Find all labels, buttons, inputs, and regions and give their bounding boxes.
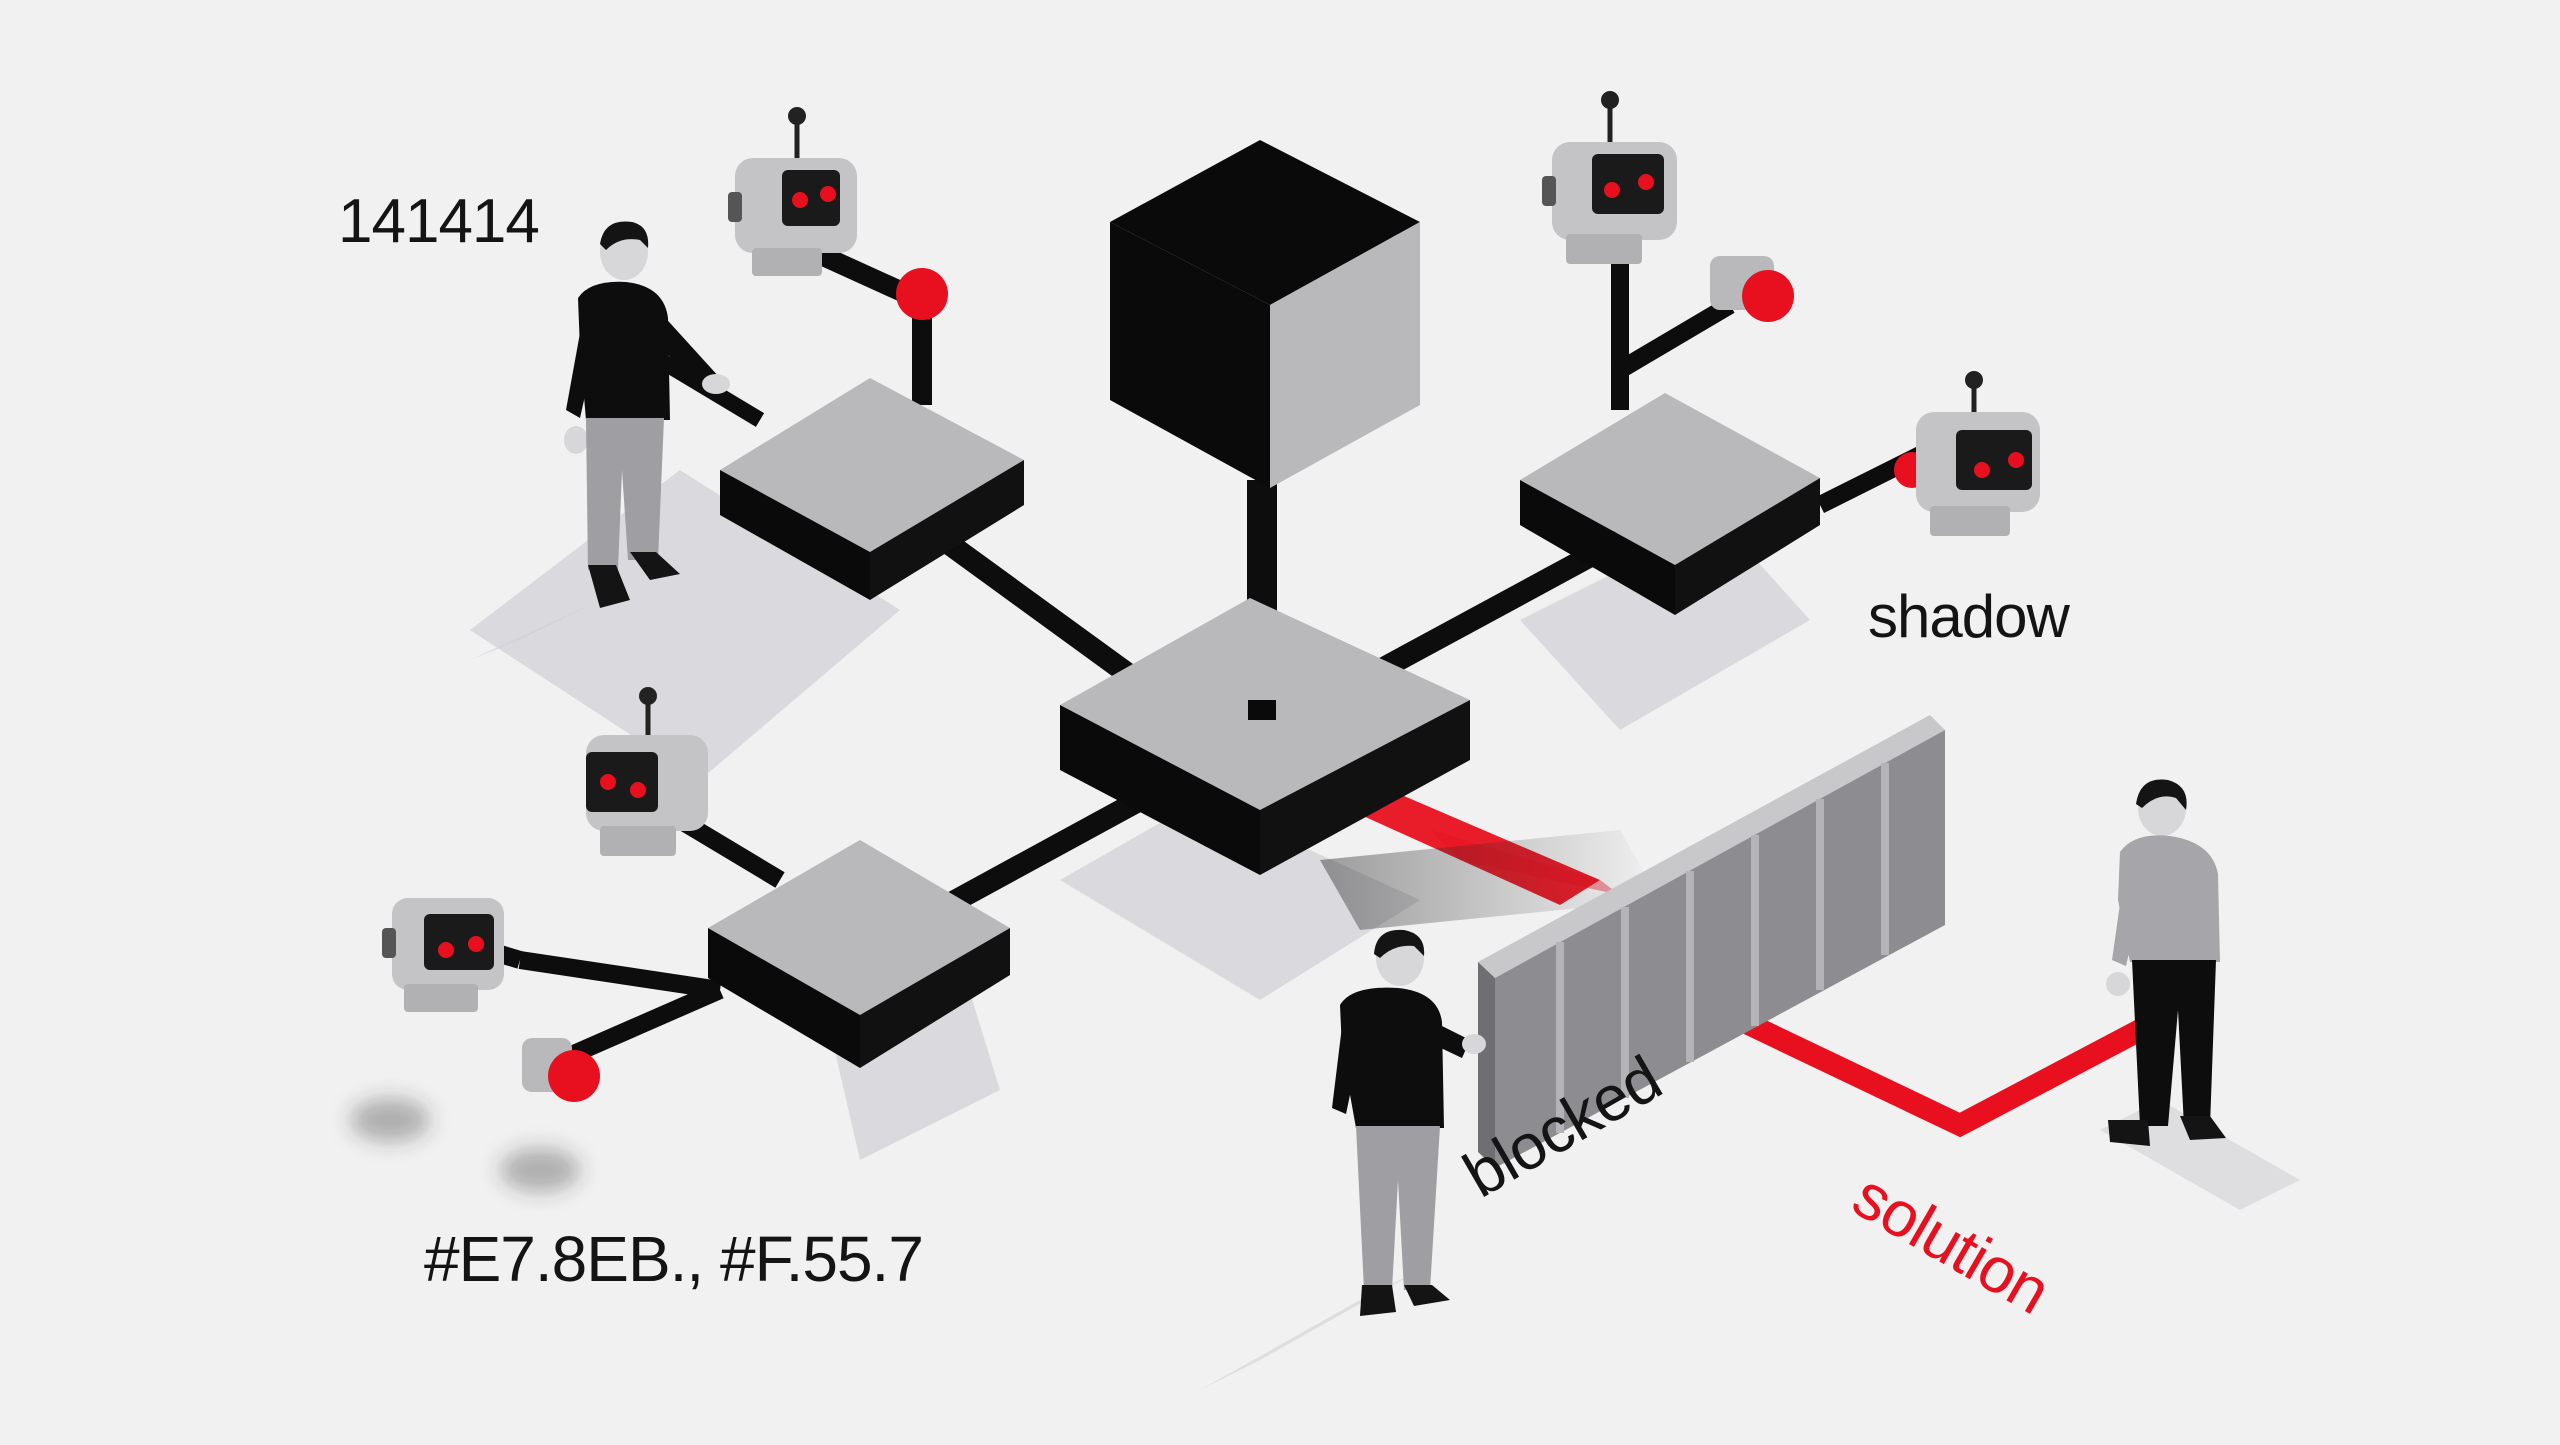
red-paths <box>1320 790 2146 1138</box>
robot-icon <box>1542 91 1677 264</box>
shadow-person-right <box>2100 1100 2300 1210</box>
red-dot-icon <box>522 1038 600 1102</box>
barrier-icon <box>1478 715 1945 1168</box>
node-top-right <box>1520 393 1820 615</box>
person-right <box>2106 779 2226 1146</box>
robot-right <box>1916 371 2040 536</box>
robot-icon <box>728 107 857 276</box>
connector-robot-left-b <box>518 951 722 999</box>
connector-robot-tr-branch <box>1615 297 1735 378</box>
shadow-blurred-dots <box>350 1098 580 1192</box>
cube-pole-foot <box>1248 700 1276 720</box>
robot-icon <box>1916 371 2040 536</box>
robot-bottom-left <box>586 687 708 856</box>
robot-icon <box>586 687 708 856</box>
person-icon <box>564 221 730 608</box>
cube-icon <box>1110 140 1420 488</box>
connector-hub-top-right <box>1374 530 1626 680</box>
person-icon <box>1332 929 1486 1316</box>
connector-hub-top-left <box>923 521 1157 699</box>
connector-dot-bl <box>556 981 724 1069</box>
shadow-hub <box>1060 800 1420 1000</box>
person-bottom-middle <box>1332 929 1486 1316</box>
connector-robot-bl <box>675 812 785 888</box>
red-dot-icon <box>1710 256 1794 322</box>
node-bottom-left <box>708 840 1010 1068</box>
person-icon <box>2106 779 2226 1146</box>
red-solution-path <box>1735 1010 2146 1138</box>
label-colors: #E7.8EB., #F.55.7 <box>424 1223 924 1295</box>
robot-icon <box>382 898 504 1012</box>
label-shadow: shadow <box>1868 583 2070 650</box>
node-top-left <box>720 378 1024 600</box>
motion-blur-streaks <box>1320 830 1660 930</box>
person-top-left <box>564 221 730 608</box>
robot-top-left <box>728 107 857 276</box>
red-dot-icon <box>896 268 948 320</box>
robot-top-right <box>1542 91 1677 264</box>
robot-left <box>382 898 504 1012</box>
label-top-left: 141414 <box>338 187 540 256</box>
